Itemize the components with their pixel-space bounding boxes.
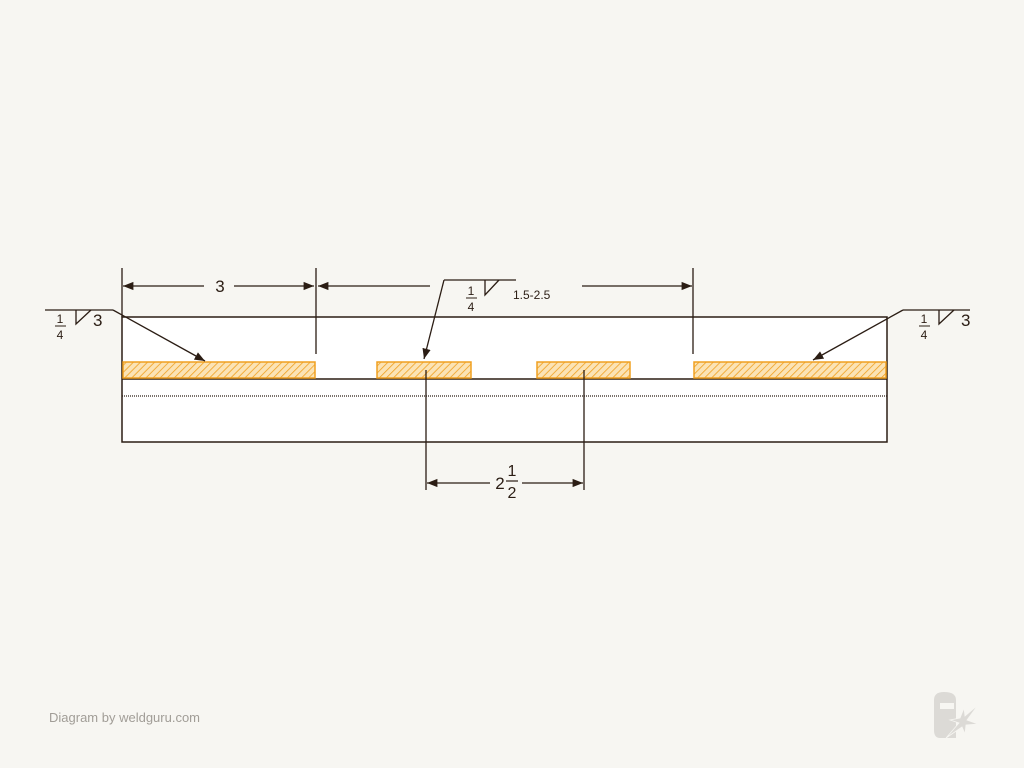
center-weld-symbol: 1 4 1.5-2.5 xyxy=(422,279,551,360)
weld-segment-1 xyxy=(122,361,316,379)
svg-text:1: 1 xyxy=(921,312,928,326)
svg-text:1: 1 xyxy=(57,312,64,326)
fillet-weld-symbol-icon xyxy=(938,309,955,326)
pitch-label-whole: 2 xyxy=(495,474,504,493)
svg-text:2: 2 xyxy=(508,485,517,502)
fillet-weld-symbol-icon xyxy=(75,309,92,326)
length-dimension-label: 3 xyxy=(215,277,224,296)
left-weld-symbol: 1 4 3 xyxy=(45,309,206,362)
svg-text:1.5-2.5: 1.5-2.5 xyxy=(513,288,551,302)
credit-text: Diagram by weldguru.com xyxy=(49,710,201,725)
right-weld-symbol: 1 4 3 xyxy=(812,309,970,361)
pitch-dimension: 2 1 2 xyxy=(425,370,585,502)
svg-text:4: 4 xyxy=(57,328,64,342)
svg-text:1: 1 xyxy=(508,463,517,480)
svg-text:3: 3 xyxy=(961,311,970,330)
fillet-weld-symbol-icon xyxy=(484,279,500,297)
weld-segment-4 xyxy=(693,361,887,379)
welding-helmet-logo-icon xyxy=(934,692,979,739)
base-plate xyxy=(121,316,888,443)
svg-text:1: 1 xyxy=(468,284,475,298)
svg-text:3: 3 xyxy=(93,311,102,330)
extension-lines xyxy=(121,268,694,354)
svg-text:4: 4 xyxy=(468,300,475,314)
weld-segment-2 xyxy=(376,361,472,379)
svg-text:4: 4 xyxy=(921,328,928,342)
